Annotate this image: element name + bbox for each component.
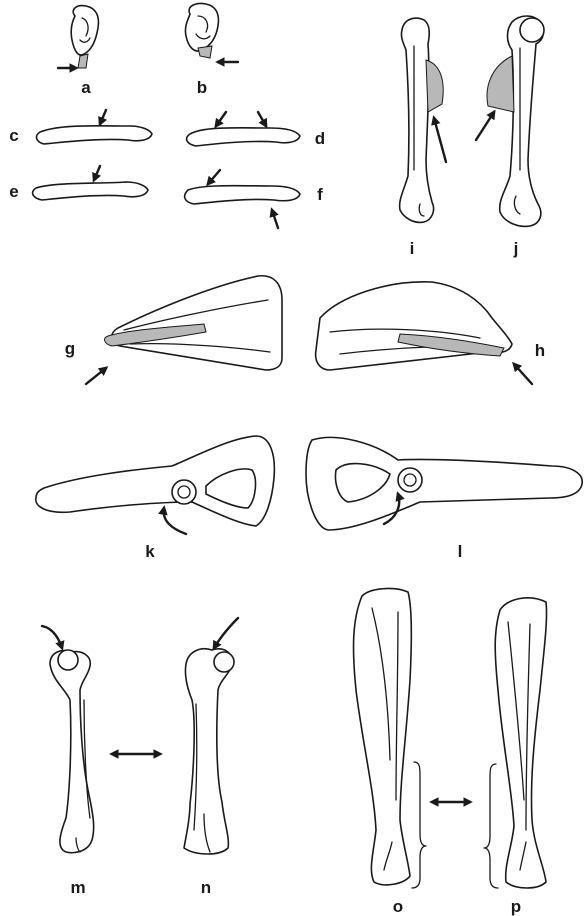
label-g: g (65, 339, 75, 358)
specimen-d (187, 112, 300, 146)
label-n: n (201, 878, 211, 897)
label-h: h (535, 341, 545, 360)
specimen-l (306, 437, 582, 530)
specimen-c (37, 110, 152, 144)
label-j: j (513, 239, 519, 258)
label-f: f (317, 185, 323, 204)
label-p: p (511, 897, 521, 916)
specimen-p (484, 598, 547, 888)
specimen-m (42, 626, 94, 853)
arrow-e (94, 166, 100, 180)
specimen-k (36, 436, 275, 534)
arrow-d-right (258, 112, 266, 126)
label-l: l (458, 542, 463, 561)
specimen-g (86, 276, 282, 384)
arrow-j (476, 112, 494, 140)
specimen-o (354, 589, 426, 888)
specimen-e (33, 166, 148, 200)
label-m: m (70, 878, 85, 897)
specimen-j (476, 16, 544, 226)
arrow-g (86, 368, 106, 384)
arrow-f-top (208, 170, 220, 184)
arrow-f-bottom (272, 210, 278, 228)
label-o: o (393, 897, 403, 916)
label-e: e (9, 182, 18, 201)
label-k: k (145, 542, 155, 561)
specimen-h (316, 282, 532, 384)
specimen-i (400, 18, 446, 222)
arrow-k (164, 508, 186, 534)
arrow-h (514, 364, 532, 384)
label-a: a (81, 78, 91, 97)
label-c: c (9, 126, 18, 145)
arrow-m (42, 626, 62, 648)
label-i: i (410, 239, 415, 258)
arrow-d-left (216, 112, 226, 126)
arrow-n (214, 618, 238, 648)
specimen-f (185, 170, 300, 228)
arrow-c (100, 110, 106, 124)
specimen-b (185, 3, 238, 62)
label-d: d (315, 129, 325, 148)
label-b: b (197, 78, 207, 97)
arrow-i (434, 118, 446, 162)
specimen-a (58, 6, 99, 68)
specimen-n (184, 618, 238, 854)
